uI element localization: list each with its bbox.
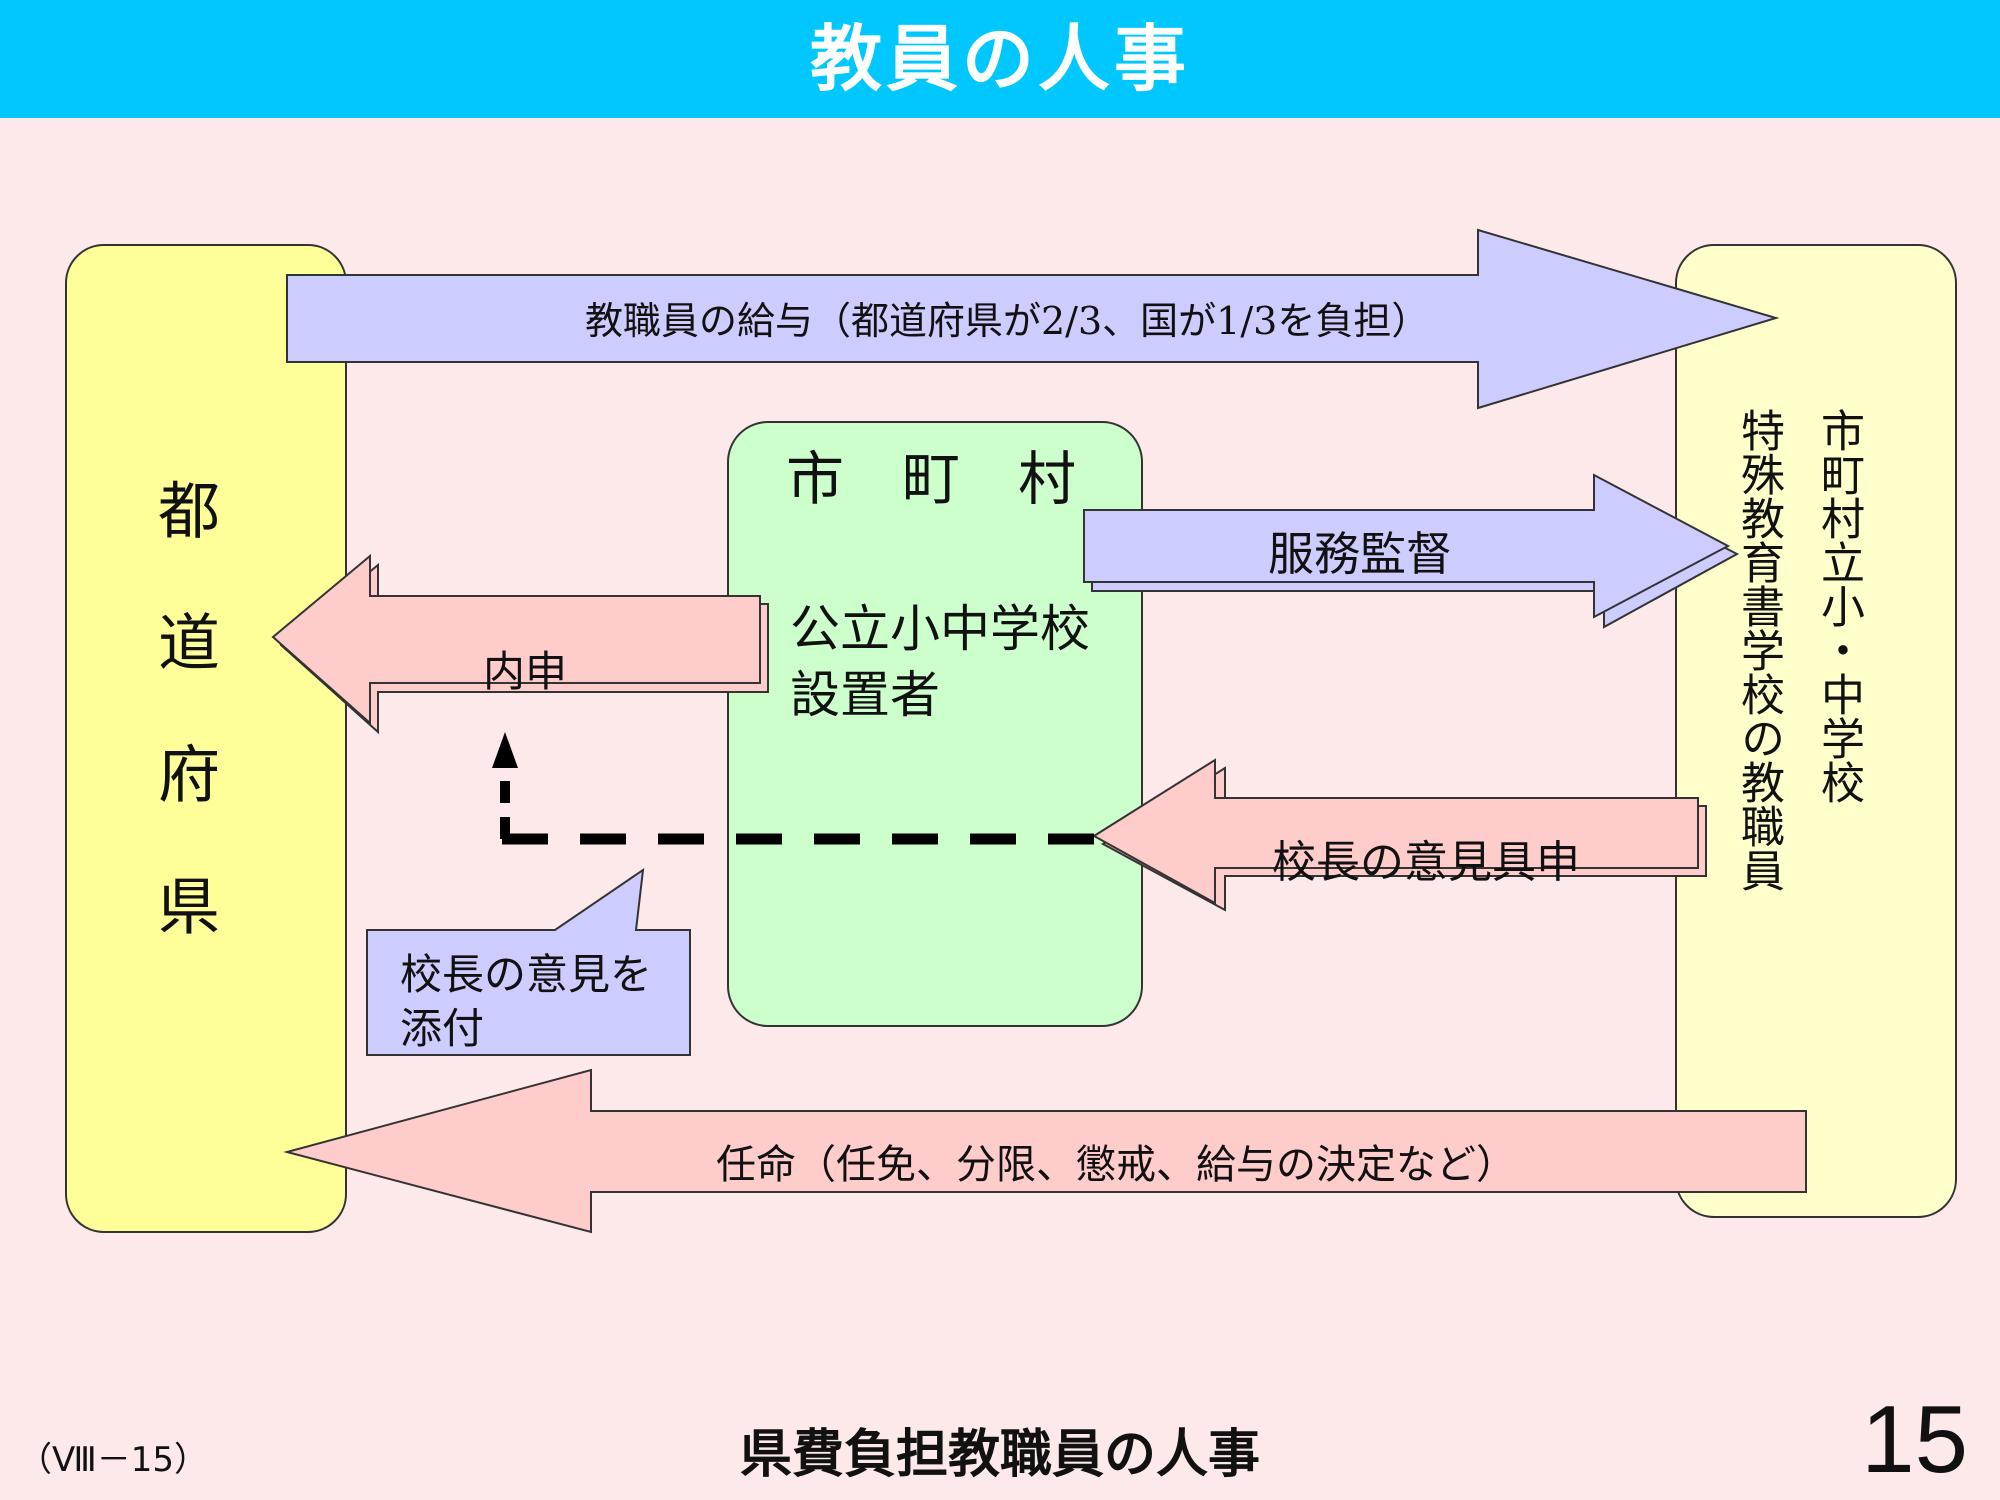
naishin-arrow xyxy=(271,553,761,726)
principal-opinion-label: 校長の意見具申 xyxy=(1272,837,1580,888)
page-number: 15 xyxy=(1861,1386,1968,1493)
appointment-arrow xyxy=(283,1068,1807,1234)
appointment-label: 任命（任免、分限、懲戒、給与の決定など） xyxy=(716,1142,1516,1188)
schools-label-col2: 特殊教育書学校の教職員 xyxy=(1733,408,1784,892)
schools-label-col1: 市町村立小・中学校 xyxy=(1813,408,1864,804)
supervision-label: 服務監督 xyxy=(1268,527,1452,581)
schools-box xyxy=(1675,244,1957,1218)
municipality-name: 市 町 村 xyxy=(786,445,1077,513)
footer-caption: 県費負担教職員の人事 xyxy=(739,1425,1260,1485)
municipality-role: 公立小中学校 設置者 xyxy=(790,600,1090,724)
salary-label: 教職員の給与（都道府県が2/3、国が1/3を負担） xyxy=(585,299,1430,343)
callout-text: 校長の意見を 添付 xyxy=(400,950,653,1053)
slide-title: 教員の人事 xyxy=(809,17,1190,101)
naishin-label: 内申 xyxy=(483,647,568,696)
principal-opinion-arrow xyxy=(1092,758,1699,905)
dashed-connector-arrowhead xyxy=(492,732,518,768)
salary-arrow xyxy=(286,228,1780,410)
prefecture-box xyxy=(65,244,347,1233)
municipality-box xyxy=(727,421,1143,1027)
title-bar xyxy=(0,0,2000,118)
footer-code: （Ⅷ－15） xyxy=(18,1440,209,1480)
supervision-arrow xyxy=(1083,473,1731,619)
prefecture-label: 都道府県 xyxy=(147,478,220,1006)
callout-bubble xyxy=(366,867,691,1056)
